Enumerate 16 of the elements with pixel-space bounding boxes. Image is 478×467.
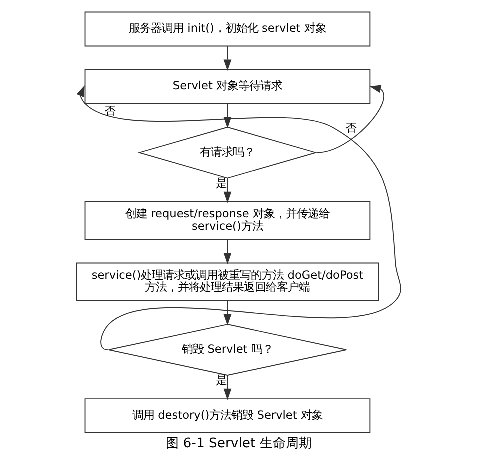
edge-label: 否 <box>104 104 116 118</box>
node-diamond: 销毁 Servlet 吗？ <box>108 324 348 376</box>
node-box: Servlet 对象等待请求 <box>84 69 371 104</box>
node-box: service()处理请求或调用被重写的方法 doGet/doPost 方法，并将处理结果返回给客户端 <box>76 262 380 302</box>
arrow <box>224 239 232 265</box>
node-diamond: 有请求吗？ <box>138 126 318 179</box>
arrow <box>224 300 232 326</box>
arrow <box>224 46 232 72</box>
arrow <box>316 85 384 154</box>
arrow <box>224 375 232 400</box>
node-box: 服务器调用 init()，初始化 servlet 对象 <box>84 12 371 47</box>
node-box: 创建 request/response 对象，并传递给 service()方法 <box>84 201 371 240</box>
node-box: 调用 destory()方法销毁 Servlet 对象 <box>84 398 371 434</box>
arrow <box>224 178 232 204</box>
edge-label: 否 <box>345 121 356 136</box>
caption: 图 6-1 Servlet 生命周期 <box>166 436 312 452</box>
